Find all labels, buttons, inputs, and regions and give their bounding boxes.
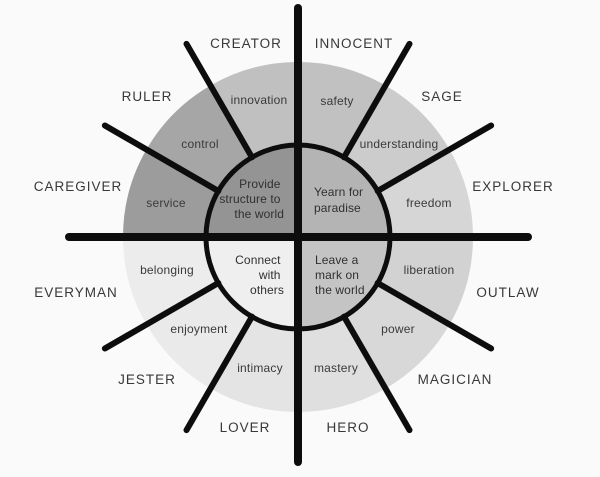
keyword-freedom: freedom [406, 196, 451, 210]
sector-explorer [377, 149, 473, 237]
sector-everyman [122, 237, 219, 325]
divider-outlaw-magician [374, 280, 495, 352]
center-text-yearn-paradise: Yearn for paradise [314, 185, 367, 215]
sector-outlaw [377, 237, 473, 325]
center-text-connect-others: Connect with others [235, 253, 284, 297]
keyword-understanding: understanding [360, 137, 439, 151]
archetype-label-everyman: EVERYMAN [34, 285, 118, 300]
keyword-mastery: mastery [314, 361, 358, 375]
divider-caregiver-ruler [101, 122, 222, 194]
archetype-label-sage: SAGE [421, 89, 463, 104]
axes-cross [65, 4, 532, 466]
sector-creator [210, 62, 298, 158]
keyword-service: service [146, 196, 186, 210]
keyword-intimacy: intimacy [237, 361, 283, 375]
keyword-enjoyment: enjoyment [170, 322, 228, 336]
archetype-label-magician: MAGICIAN [418, 372, 493, 387]
keyword-power: power [381, 322, 415, 336]
archetype-label-lover: LOVER [220, 420, 271, 435]
archetype-label-explorer: EXPLORER [472, 179, 554, 194]
archetype-label-hero: HERO [326, 420, 369, 435]
center-text-leave-mark: Leave a mark on the world [315, 253, 365, 297]
archetype-label-innocent: INNOCENT [315, 36, 394, 51]
divider-lover-jester [183, 313, 255, 434]
sector-innocent [298, 62, 386, 158]
sector-hero [298, 316, 386, 412]
archetype-labels: CREATOR INNOCENT RULER SAGE CAREGIVER EX… [34, 36, 554, 435]
keyword-liberation: liberation [404, 263, 455, 277]
divider-magician-hero [341, 313, 413, 434]
sector-caregiver [123, 149, 219, 237]
quadrant-provide-structure [206, 145, 298, 237]
quadrant-connect-others [206, 237, 298, 329]
keyword-control: control [181, 137, 218, 151]
divider-ruler-creator [183, 40, 255, 161]
quadrant-yearn-paradise [298, 145, 390, 237]
keyword-safety: safety [320, 94, 353, 108]
archetype-label-outlaw: OUTLAW [476, 285, 539, 300]
divider-innocent-sage [341, 40, 413, 161]
ring-keywords: safety understanding freedom liberation … [140, 93, 454, 375]
archetype-label-jester: JESTER [118, 372, 176, 387]
divider-sage-explorer [374, 122, 495, 194]
keyword-belonging: belonging [140, 263, 194, 277]
archetype-label-ruler: RULER [122, 89, 173, 104]
archetype-label-caregiver: CAREGIVER [34, 179, 123, 194]
quadrant-leave-mark [298, 237, 390, 329]
inner-circle-quadrants [206, 145, 390, 329]
center-motivations: Provide structure to the world Yearn for… [219, 177, 367, 297]
sector-lover [210, 316, 298, 412]
divider-jester-everyman [101, 280, 222, 352]
divider-lines [101, 40, 495, 434]
keyword-innovation: innovation [231, 93, 288, 107]
archetype-label-creator: CREATOR [210, 36, 282, 51]
center-text-provide-structure: Provide structure to the world [219, 177, 284, 221]
